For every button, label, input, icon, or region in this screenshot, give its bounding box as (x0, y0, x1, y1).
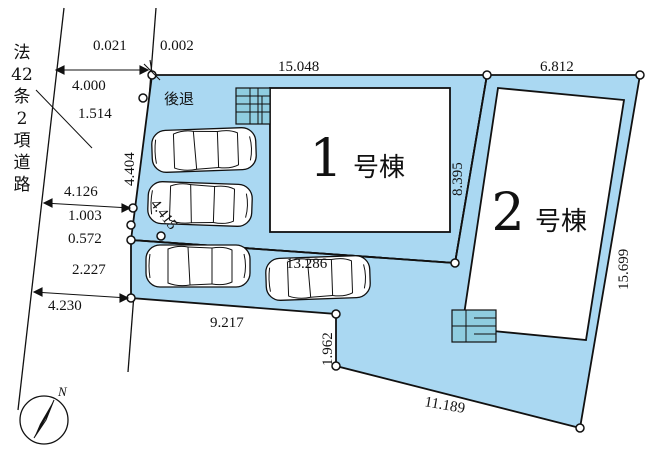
svg-text:道: 道 (14, 153, 31, 173)
building-1-label: 号棟 (353, 153, 405, 183)
building-2-entry-stairs (451, 309, 497, 343)
building-1-number: 1 (309, 129, 342, 189)
dim-4-000: 4.000 (72, 78, 106, 94)
lot-divider (454, 74, 488, 264)
dim-4-126: 4.126 (64, 184, 98, 200)
compass-icon: N (19, 384, 69, 445)
road-label: 法 42 条 2 項 道 路 (11, 43, 33, 195)
road-leader (35, 89, 93, 149)
svg-text:法: 法 (14, 43, 31, 63)
compass-north-label: N (57, 384, 68, 399)
building-1 (269, 87, 451, 233)
dim-4-230: 4.230 (48, 298, 82, 314)
building-2 (460, 87, 626, 341)
svg-text:2: 2 (17, 109, 28, 129)
lot-divider-lower (130, 239, 456, 264)
setback-label: 後退 (164, 91, 194, 108)
dim-1-003: 1.003 (68, 208, 102, 224)
dim-6-812: 6.812 (540, 59, 574, 75)
dim-9-217: 9.217 (210, 315, 244, 331)
dim-15-699: 15.699 (616, 249, 632, 290)
dim-0-021: 0.021 (93, 38, 127, 54)
dim-8-395: 8.395 (450, 162, 466, 196)
building-2-number: 2 (491, 183, 524, 243)
dimension-arrows (32, 59, 161, 303)
dim-4-404: 4.404 (122, 152, 138, 186)
svg-text:条: 条 (14, 87, 31, 107)
svg-text:42: 42 (11, 65, 33, 85)
dim-0-002: 0.002 (160, 38, 194, 54)
dim-0-572: 0.572 (68, 231, 102, 247)
dim-2-227: 2.227 (72, 262, 106, 278)
boundary-markers (126, 70, 645, 433)
dim-1-962: 1.962 (320, 332, 336, 366)
svg-text:項: 項 (14, 131, 31, 151)
building-1-entry-stairs (235, 87, 271, 125)
dim-11-189: 11.189 (423, 394, 466, 417)
parking-car-1 (150, 126, 258, 174)
svg-text:路: 路 (14, 175, 31, 195)
dim-13-286: 13.286 (286, 256, 328, 272)
building-2-label: 号棟 (535, 207, 587, 237)
parking-car-3 (145, 244, 251, 288)
road-edge-left (17, 7, 65, 411)
dim-15-048: 15.048 (278, 59, 319, 75)
dim-1-514: 1.514 (78, 106, 112, 122)
